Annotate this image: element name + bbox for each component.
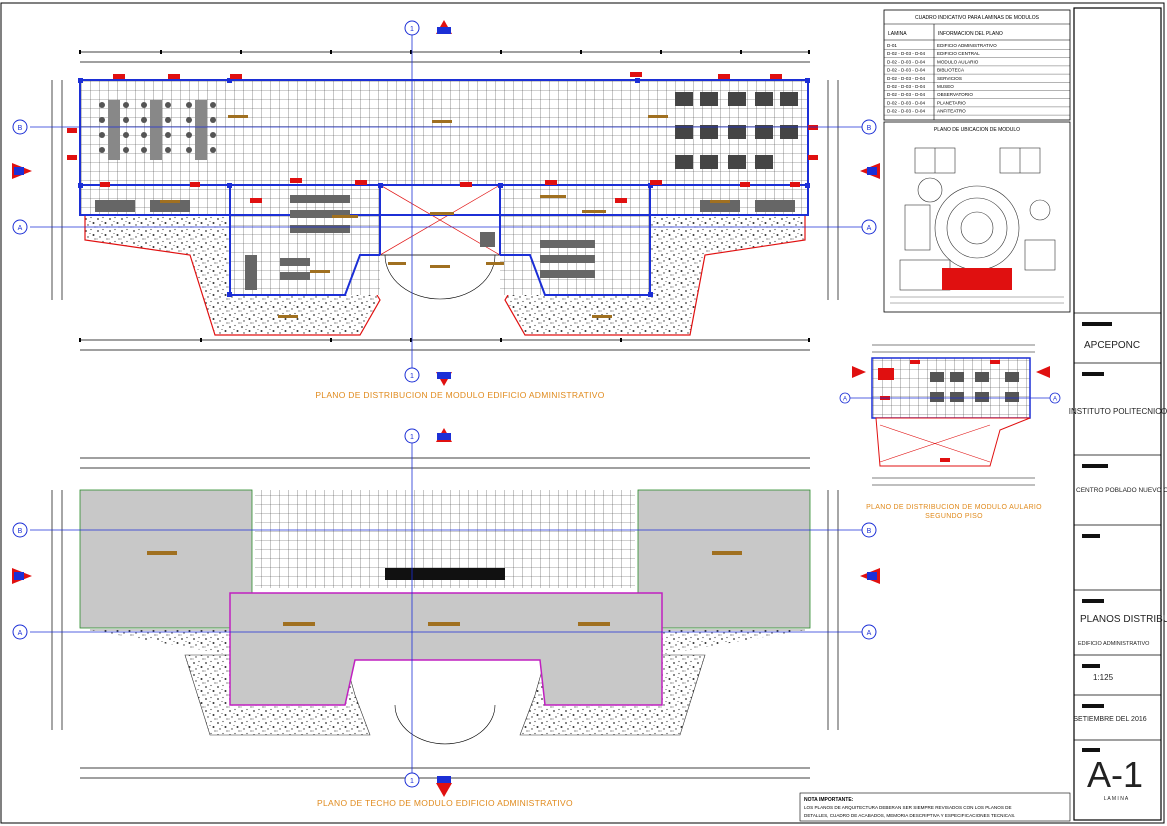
- drawing-title: PLANOS DISTRIBUCION: [1080, 614, 1167, 625]
- axis-label-a-left: A: [18, 225, 23, 232]
- note-line-1: LOS PLANOS DE ARQUITECTURA DEBERAN SER S…: [804, 805, 1012, 810]
- sheet-index-code: D-02 - D-03 - D-04: [887, 59, 925, 64]
- institution-name: INSTITUTO POLITECNICO: [1069, 407, 1167, 416]
- sheet-index-desc: OBSERVATORIO: [937, 92, 973, 97]
- date-value: SETIEMBRE DEL 2016: [1073, 716, 1146, 723]
- sheet-label: L A M I N A: [1104, 796, 1129, 802]
- sheet-index-table: CUADRO INDICATIVO PARA LAMINAS DE MODULO…: [883, 9, 1071, 121]
- aulario-elevation-marker-left: [852, 366, 866, 378]
- roof-elevation-marker-top: [436, 428, 452, 442]
- sheet-index-title: CUADRO INDICATIVO PARA LAMINAS DE MODULO…: [915, 15, 1040, 21]
- roof-elevation-marker-bottom: [436, 776, 452, 797]
- sheet-index-code: D-02 - D-03 - D-04: [887, 92, 925, 97]
- client-name: APCEPONC: [1084, 340, 1140, 351]
- roof-elevation-marker-left: [12, 568, 32, 584]
- ground-floor-plan: B B A A 1 1 PLANO DE DISTRIBUCION DE MOD…: [12, 20, 880, 400]
- sheet-number: A-1: [1087, 754, 1143, 795]
- aulario-axis-left: A: [843, 397, 847, 403]
- sheet-index-code: D-01: [887, 43, 897, 48]
- roof-axis-label-1-top: 1: [410, 434, 414, 441]
- sheet-index-desc: MODULO AULARIO: [937, 59, 979, 64]
- roof-axis-label-1-bottom: 1: [410, 778, 414, 785]
- location-plan: PLANO DE UBICACION DE MODULO: [883, 121, 1071, 313]
- sheet-index-desc: MUSEO: [937, 84, 954, 89]
- note-heading: NOTA IMPORTANTE:: [804, 797, 854, 803]
- sheet-index-code: D-02 - D-03 - D-04: [887, 84, 925, 89]
- important-note: NOTA IMPORTANTE: LOS PLANOS DE ARQUITECT…: [799, 792, 1071, 822]
- location-name: CENTRO POBLADO NUEVO CAÑETE: [1076, 485, 1167, 494]
- elevation-marker-top: [436, 20, 452, 34]
- sheet-index-col-lamina: LAMINA: [888, 31, 907, 37]
- sheet-index-code: D-02 - D-03 - D-04: [887, 51, 925, 56]
- elevation-marker-right: [860, 163, 880, 179]
- roof-axis-label-b-left: B: [18, 528, 23, 535]
- sheet-index-desc: BIBLIOTECA: [937, 68, 965, 73]
- elevation-marker-left: [12, 163, 32, 179]
- roof-plan: B B A A 1 1 PLANO DE TECHO DE MODULO EDI…: [12, 428, 880, 808]
- sheet-index-desc: ANFITEATRO: [937, 109, 966, 114]
- aulario-elevation-marker-right: [1036, 366, 1050, 378]
- elevation-marker-bottom: [436, 372, 452, 386]
- scale-value: 1:125: [1093, 673, 1114, 682]
- axis-label-1-bottom: 1: [410, 373, 414, 380]
- axis-label-1-top: 1: [410, 26, 414, 33]
- roof-axis-label-b-right: B: [867, 528, 872, 535]
- sheet-index-code: D-02 - D-03 - D-04: [887, 68, 925, 73]
- location-plan-title: PLANO DE UBICACION DE MODULO: [934, 127, 1020, 133]
- roof-elevation-marker-right: [860, 568, 880, 584]
- sheet-index-desc: PLANETARIO: [937, 100, 966, 105]
- sheet-index-desc: EDIFICIO ADMINISTRATIVO: [937, 43, 997, 48]
- aulario-second-floor-plan: A A PLANO DE DISTRIBUCION DE MODULO AULA…: [839, 344, 1061, 520]
- aulario-axis-right: A: [1053, 397, 1057, 403]
- sheet-index-desc: SERVICIOS: [937, 76, 962, 81]
- ground-floor-caption: PLANO DE DISTRIBUCION DE MODULO EDIFICIO…: [315, 390, 604, 400]
- aulario-caption-line1: PLANO DE DISTRIBUCION DE MODULO AULARIO: [866, 504, 1042, 511]
- title-block: APCEPONC INSTITUTO POLITECNICO CENTRO PO…: [1069, 7, 1167, 821]
- axis-label-b-right: B: [867, 125, 872, 132]
- sheet-index-col-info: INFORMACION DEL PLANO: [938, 31, 1003, 37]
- sheet-index-desc: EDIFICIO CENTRAL: [937, 51, 980, 56]
- axis-label-a-right: A: [867, 225, 872, 232]
- axis-label-b-left: B: [18, 125, 23, 132]
- note-line-2: DETALLES, CUADRO DE ACABADOS, MEMORIA DE…: [804, 813, 1015, 818]
- aulario-caption-line2: SEGUNDO PISO: [925, 513, 983, 520]
- roof-caption: PLANO DE TECHO DE MODULO EDIFICIO ADMINI…: [317, 798, 573, 808]
- sheet-index-rows: D-01 EDIFICIO ADMINISTRATIVO D-02 - D-03 -…: [884, 43, 1070, 116]
- sheet-index-code: D-02 - D-03 - D-04: [887, 100, 925, 105]
- roof-axis-label-a-right: A: [867, 630, 872, 637]
- roof-axis-label-a-left: A: [18, 630, 23, 637]
- drawing-subtitle: EDIFICIO ADMINISTRATIVO: [1078, 641, 1150, 647]
- sheet-index-code: D-02 - D-03 - D-04: [887, 76, 925, 81]
- sheet-index-code: D-02 - D-03 - D-04: [887, 109, 925, 114]
